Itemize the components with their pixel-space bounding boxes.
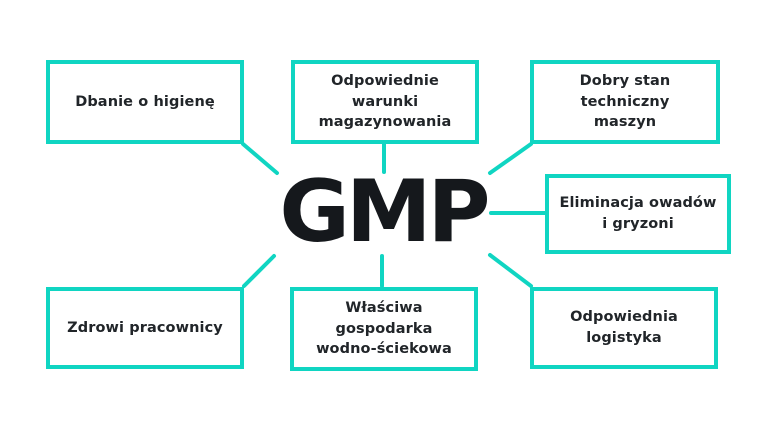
center-title-gmp: GMP: [279, 162, 490, 262]
node-label: Zdrowi pracownicy: [67, 319, 223, 336]
node-label: Eliminacja owadów i gryzoni: [559, 195, 717, 232]
connector-bottom-right: [488, 253, 533, 288]
node-label: Odpowiednie warunki magazynowania: [318, 73, 452, 131]
node-dbanie-o-higiene: Dbanie o higienę: [46, 60, 244, 144]
node-label: Odpowiednia logistyka: [570, 309, 678, 346]
node-label: Dobry stan techniczny maszyn: [579, 73, 671, 131]
node-eliminacja-owadow-i-gryzoni: Eliminacja owadów i gryzoni: [545, 174, 731, 254]
node-odpowiednie-warunki-magazynowania: Odpowiednie warunki magazynowania: [291, 60, 479, 144]
node-dobry-stan-techniczny-maszyn: Dobry stan techniczny maszyn: [530, 60, 720, 144]
node-label: Dbanie o higienę: [75, 93, 215, 110]
node-zdrowi-pracownicy: Zdrowi pracownicy: [46, 287, 244, 369]
connector-top-right: [488, 142, 533, 175]
node-odpowiednia-logistyka: Odpowiednia logistyka: [530, 287, 718, 369]
node-wlasciwa-gospodarka-wodno-sciekowa: Właściwa gospodarka wodno-ściekowa: [290, 287, 478, 371]
node-label: Właściwa gospodarka wodno-ściekowa: [316, 300, 452, 358]
